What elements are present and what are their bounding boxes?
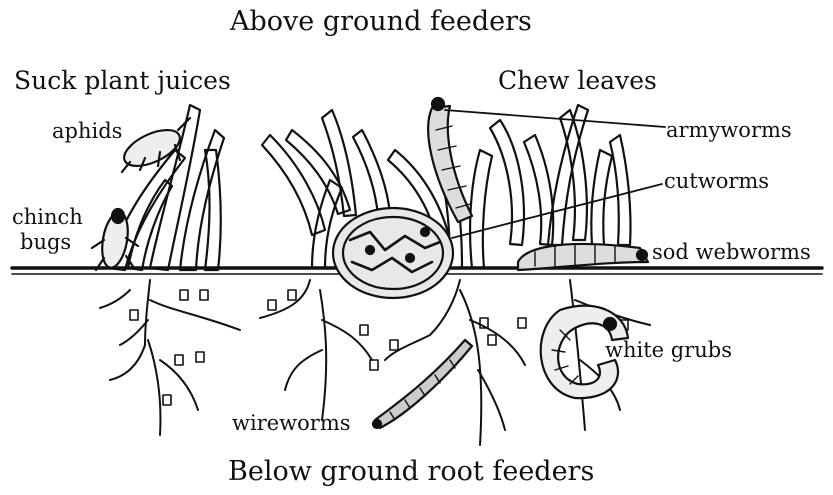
label-sod-webworms: sod webworms bbox=[652, 242, 811, 263]
title-above-ground: Above ground feeders bbox=[230, 8, 532, 35]
label-chinch-line1: chinch bbox=[12, 207, 83, 228]
sod-webworm-illustration bbox=[518, 244, 648, 270]
label-wireworms: wireworms bbox=[232, 413, 351, 434]
group-label-suck: Suck plant juices bbox=[14, 68, 231, 93]
label-white-grubs: white grubs bbox=[605, 340, 732, 361]
label-aphids: aphids bbox=[52, 121, 122, 142]
chinch-bug-illustration bbox=[92, 209, 138, 270]
label-cutworms: cutworms bbox=[664, 171, 769, 192]
group-label-chew: Chew leaves bbox=[498, 68, 657, 93]
wireworm-illustration bbox=[373, 340, 472, 428]
label-chinch-line2: bugs bbox=[20, 232, 71, 253]
label-armyworms: armyworms bbox=[666, 120, 792, 141]
cutworm-illustration bbox=[333, 184, 662, 298]
title-below-ground: Below ground root feeders bbox=[228, 458, 594, 485]
grass-right bbox=[524, 105, 631, 245]
